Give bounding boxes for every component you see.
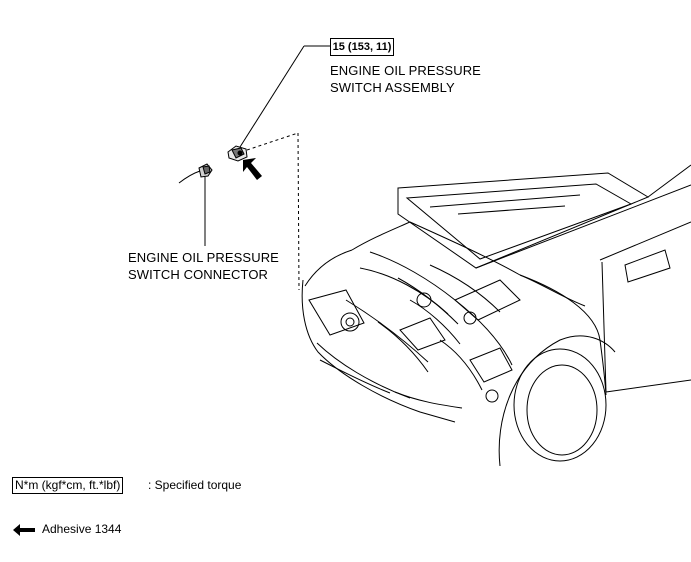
adhesive-legend-label: Adhesive 1344 [42,522,122,536]
vehicle-front-illustration [301,164,691,467]
torque-legend-description: : Specified torque [148,478,242,492]
connector-label-line-1: ENGINE OIL PRESSURE [128,250,279,265]
oil-pressure-switch [227,145,248,162]
assembly-label-line-1: ENGINE OIL PRESSURE [330,63,481,78]
torque-legend-box: N*m (kgf*cm, ft.*lbf) [12,477,124,494]
assembly-label-line-2: SWITCH ASSEMBLY [330,80,455,95]
projection-lines [246,132,300,291]
adhesive-legend-arrow-icon [13,524,35,536]
connector-label-line-2: SWITCH CONNECTOR [128,267,269,282]
torque-value-box: 15 (153, 11) [330,38,394,56]
oil-pressure-connector [178,163,213,184]
assembly-leader-line [239,45,305,148]
adhesive-arrow-icon [243,158,262,180]
